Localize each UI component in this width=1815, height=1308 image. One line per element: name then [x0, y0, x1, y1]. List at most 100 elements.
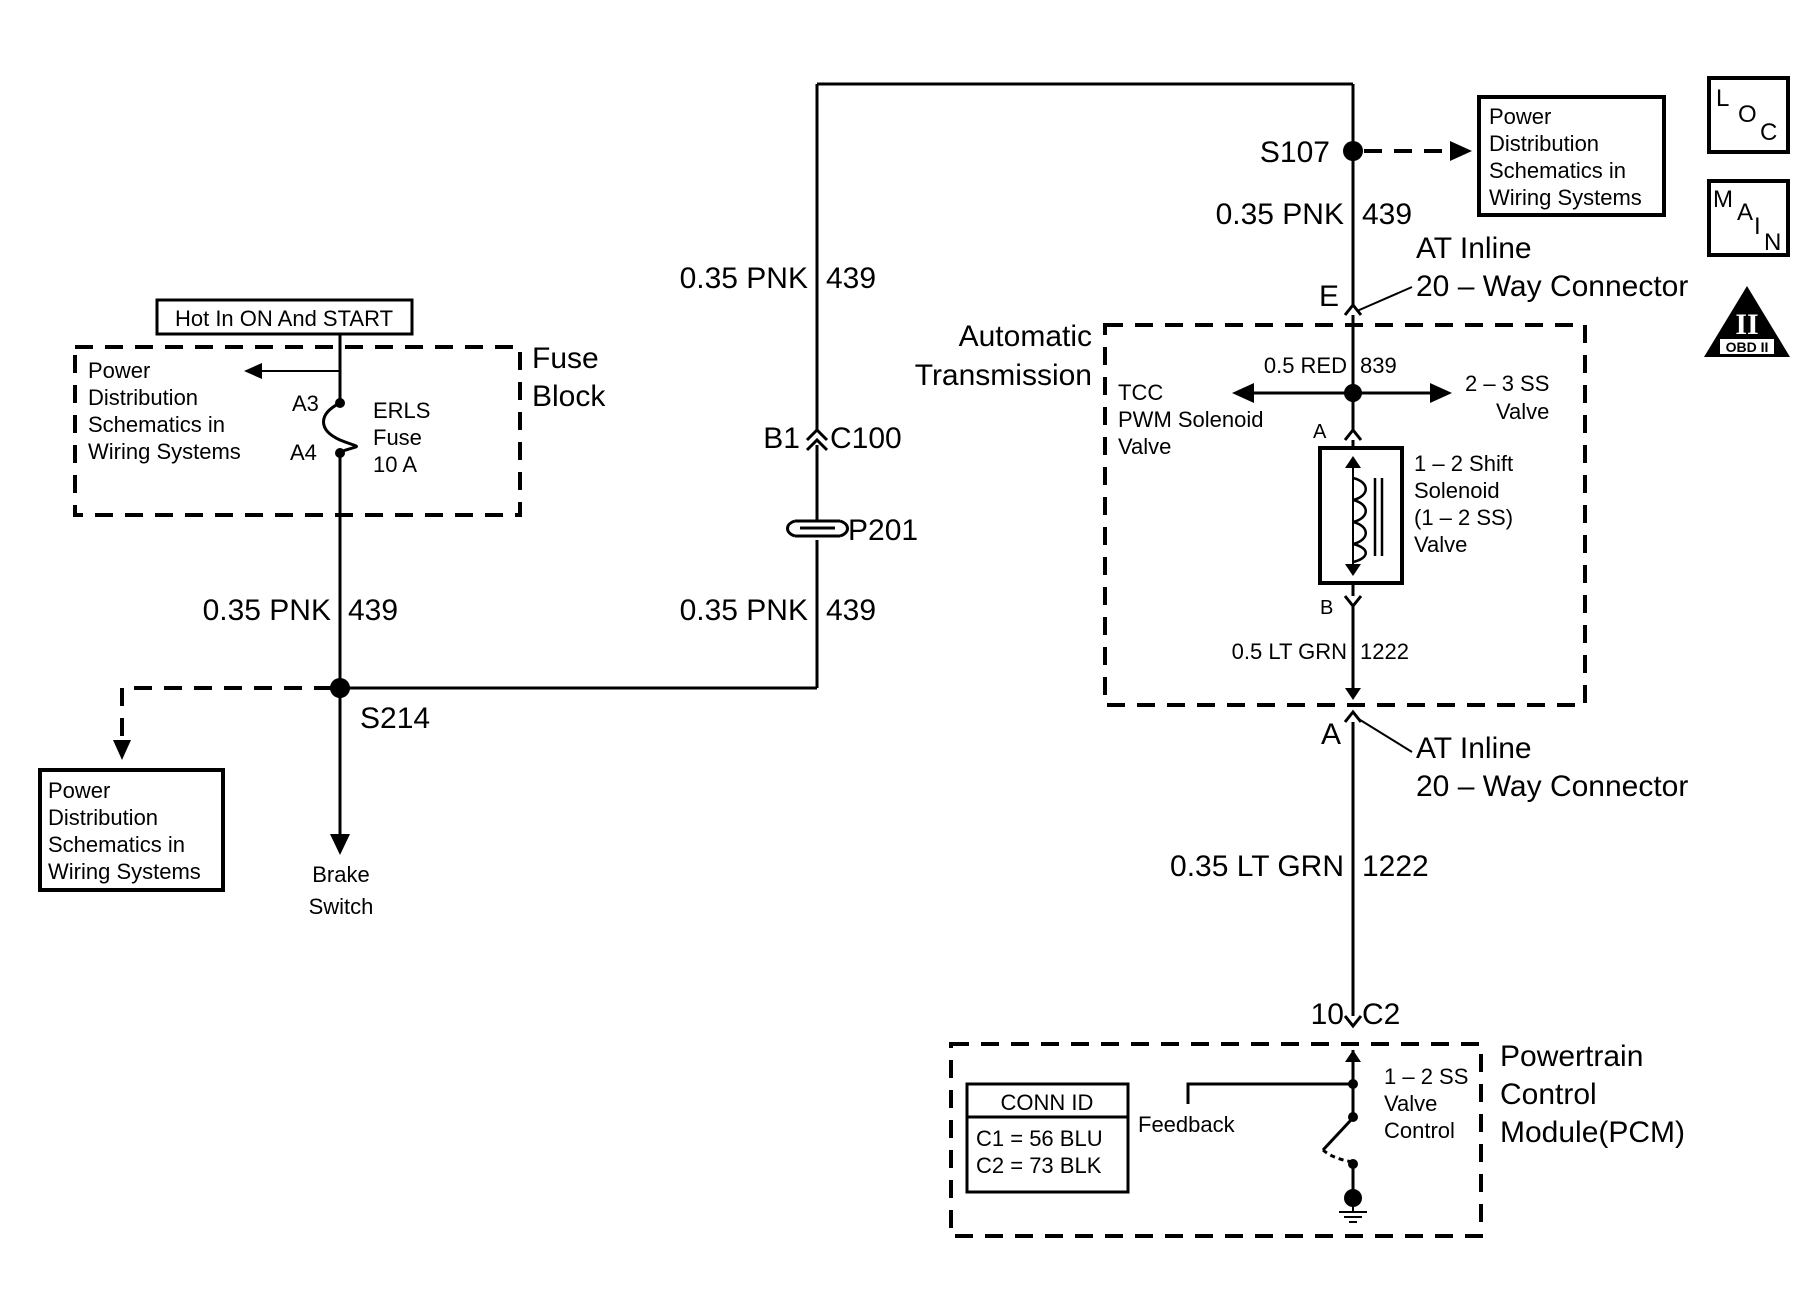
tcc-label-2: PWM Solenoid: [1118, 407, 1264, 432]
brake-switch-label-2: Switch: [309, 894, 374, 919]
pd-box-left-3: Schematics in: [48, 832, 185, 857]
svg-text:I: I: [1754, 213, 1761, 240]
branch-to-23ss-arrow: [1430, 383, 1452, 403]
conn-id-c2: C2 = 73 BLK: [976, 1153, 1102, 1178]
obd-ii-icon[interactable]: II OBD II: [1704, 286, 1790, 357]
main-icon[interactable]: M A I N: [1707, 179, 1790, 257]
connector-c100-name: C100: [830, 422, 902, 455]
dashed-branch-arrow: [113, 740, 131, 760]
pin-a3: A3: [292, 391, 319, 416]
connector-c100-pin: B1: [763, 422, 800, 455]
loc-icon[interactable]: L O C: [1707, 76, 1790, 154]
solenoid-coil-icon: [1345, 456, 1384, 576]
svg-text:M: M: [1713, 186, 1733, 213]
shift-solenoid-box: [1318, 446, 1404, 585]
branch-to-tcc-arrow: [1232, 383, 1254, 403]
wire-839-size: 0.5 RED: [1264, 353, 1347, 378]
pass-through-p201-icon: [786, 519, 849, 538]
pcm-connector-icon: [1343, 1015, 1363, 1029]
fuse-block-label-1: Fuse: [532, 342, 599, 375]
inline-pin-a: A: [1321, 718, 1341, 751]
pcm-conn-c2: C2: [1362, 998, 1400, 1031]
dashed-branch-right-arrow: [1450, 141, 1472, 161]
ss23-label-1: 2 – 3 SS: [1465, 371, 1549, 396]
wire-439-middle-upper-circuit: 439: [826, 262, 876, 295]
dashed-branch-left: [120, 686, 332, 740]
inline-top-label-2: 20 – Way Connector: [1416, 270, 1688, 303]
sol-pin-b: B: [1320, 597, 1333, 619]
feedback-label: Feedback: [1138, 1112, 1236, 1137]
wire-1222-outer-circuit: 1222: [1362, 850, 1429, 883]
shift-solenoid-label-4: Valve: [1414, 532, 1467, 557]
left-section: Hot In ON And START Fuse Block Power Dis…: [38, 298, 817, 919]
fuse-label-2: Fuse: [373, 425, 422, 450]
svg-text:N: N: [1764, 229, 1781, 256]
tcc-label-3: Valve: [1118, 434, 1171, 459]
pd-box-right-3: Schematics in: [1489, 158, 1626, 183]
driver-upper-dot: [1348, 1112, 1358, 1122]
fuse-block-label-2: Block: [532, 380, 606, 413]
pd-ref-arrow-head: [244, 363, 262, 379]
pd-box-left-1: Power: [48, 778, 110, 803]
pd-box-left-4: Wiring Systems: [48, 859, 201, 884]
pd-box-right-2: Distribution: [1489, 131, 1599, 156]
wire-1222-outer-size: 0.35 LT GRN: [1170, 850, 1344, 883]
ss12-label-3: Control: [1384, 1118, 1455, 1143]
pd-box-right: [1477, 95, 1666, 217]
shift-solenoid-label-3: (1 – 2 SS): [1414, 505, 1513, 530]
transmission-label-1: Automatic: [959, 320, 1092, 353]
inline-bot-label-1: AT Inline: [1416, 732, 1532, 765]
middle-section: 0.35 PNK 439 P201 B1 C100 0.35 PNK 439: [680, 82, 1353, 688]
wire-439-middle-lower-size: 0.35 PNK: [680, 594, 808, 627]
conn-id-table: [965, 1082, 1130, 1194]
pd-box-left-2: Distribution: [48, 805, 158, 830]
transmission-outline: [1103, 323, 1587, 707]
pin-a4: A4: [290, 440, 317, 465]
wire-1222-inner-arrow: [1345, 688, 1361, 700]
pd-box-right-4: Wiring Systems: [1489, 185, 1642, 210]
svg-text:C: C: [1760, 119, 1777, 146]
svg-text:O: O: [1738, 101, 1757, 128]
pcm-label-3: Module(PCM): [1500, 1116, 1685, 1149]
ss23-label-2: Valve: [1496, 399, 1549, 424]
ground-icon: [1339, 1207, 1367, 1223]
pcm-label-2: Control: [1500, 1078, 1597, 1111]
svg-text:L: L: [1716, 85, 1729, 112]
pd-box-left: [38, 768, 225, 892]
fuse-icon: [322, 401, 358, 454]
inline-top-label-1: AT Inline: [1416, 232, 1532, 265]
pd-ref-line-3: Schematics in: [88, 412, 225, 437]
brake-arrow-head: [330, 834, 350, 855]
wire-439-left-size: 0.35 PNK: [203, 594, 331, 627]
pd-ref-line-2: Distribution: [88, 385, 198, 410]
wire-439-left-circuit: 439: [348, 594, 398, 627]
wire-439-right-size: 0.35 PNK: [1216, 198, 1344, 231]
pd-ref-line-1: Power: [88, 358, 150, 383]
pd-box-right-1: Power: [1489, 104, 1551, 129]
sol-pin-a-icon: [1343, 427, 1363, 441]
right-section: S107 Power Distribution Schematics in Wi…: [915, 84, 1688, 1238]
inline-top-leader: [1356, 286, 1413, 312]
tcc-label-1: TCC: [1118, 380, 1163, 405]
pcm-input-arrow: [1345, 1050, 1361, 1062]
wire-839-circuit: 839: [1360, 353, 1397, 378]
transmission-label-2: Transmission: [915, 359, 1092, 392]
pcm-pin-10: 10: [1311, 998, 1344, 1031]
fuse-label-1: ERLS: [373, 398, 430, 423]
wire-1222-inner-size: 0.5 LT GRN: [1232, 639, 1347, 664]
driver-control-dashed: [1322, 1148, 1354, 1164]
feedback-line: [1186, 1082, 1353, 1104]
ss12-label-1: 1 – 2 SS: [1384, 1064, 1468, 1089]
inline-connector-a-icon: [1343, 709, 1363, 723]
sol-pin-a: A: [1313, 421, 1327, 443]
inline-pin-e: E: [1319, 280, 1339, 313]
hot-label-box: [155, 298, 414, 336]
splice-s214-label: S214: [360, 702, 430, 735]
hot-label: Hot In ON And START: [175, 306, 393, 331]
wire-1222-inner-circuit: 1222: [1360, 639, 1409, 664]
sol-pin-b-icon: [1343, 595, 1363, 609]
pcm-label-1: Powertrain: [1500, 1040, 1643, 1073]
brake-switch-label-1: Brake: [312, 862, 369, 887]
wire-439-middle-upper-size: 0.35 PNK: [680, 262, 808, 295]
